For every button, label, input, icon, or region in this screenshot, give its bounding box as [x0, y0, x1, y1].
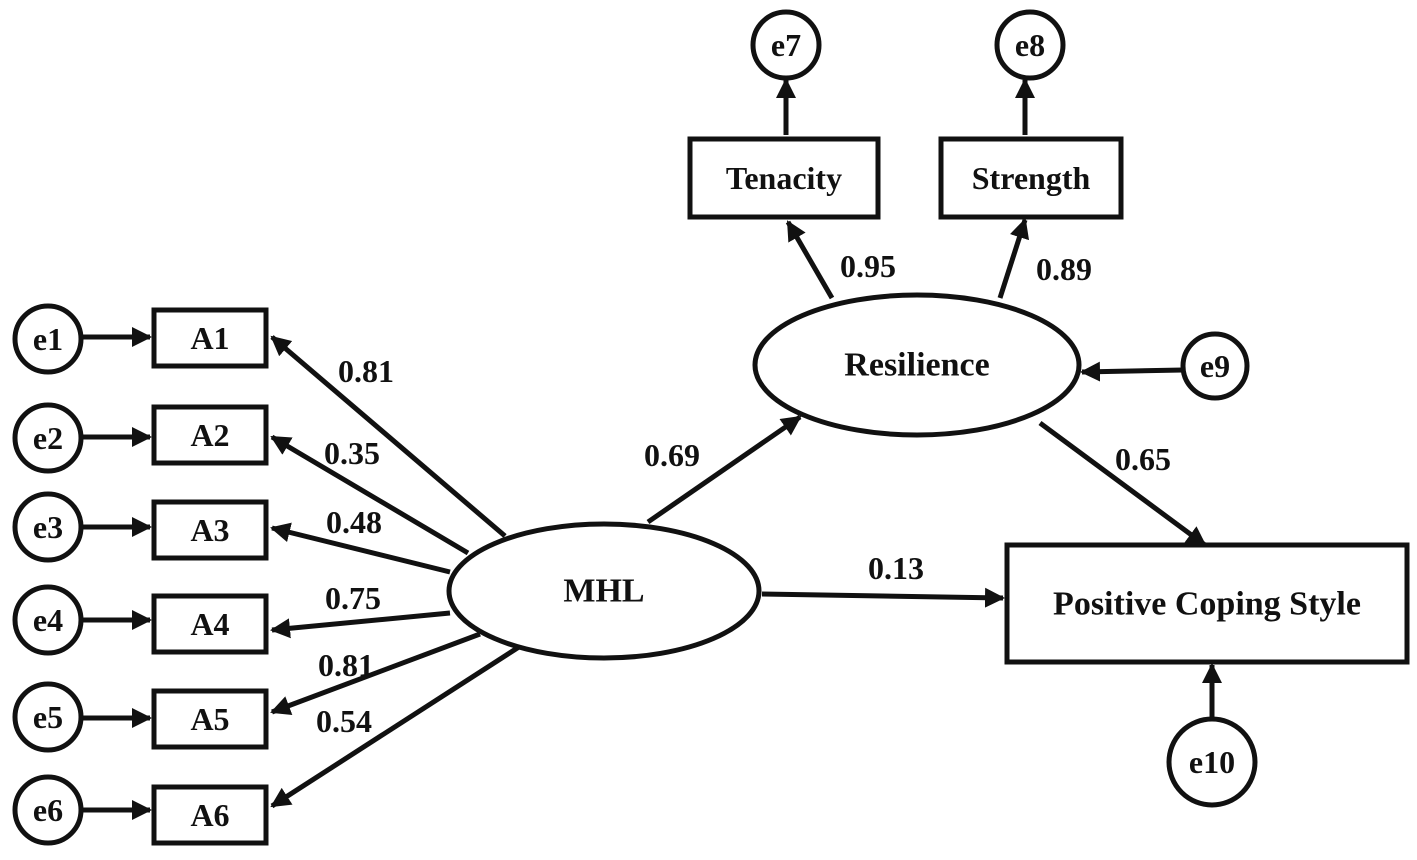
error-e5-label: e5 [33, 699, 63, 735]
indicator-a2-label: A2 [190, 417, 229, 453]
error-e9-label: e9 [1200, 348, 1230, 384]
error-e10-label: e10 [1189, 744, 1235, 780]
error-e1-label: e1 [33, 321, 63, 357]
error-e3-label: e3 [33, 509, 63, 545]
indicator-a4-label: A4 [190, 606, 229, 642]
arrow-mhl-to-a4 [270, 610, 451, 639]
path-mhl-resilience: 0.69 [644, 437, 700, 473]
loading-tenacity: 0.95 [840, 248, 896, 284]
loading-a6: 0.54 [316, 703, 372, 739]
error-e6: e6 [12, 774, 84, 846]
indicator-a5: A5 [151, 688, 269, 750]
error-e1: e1 [12, 303, 84, 375]
error-e5: e5 [12, 681, 84, 753]
arrow-mhl-to-a5 [270, 631, 481, 716]
error-e10: e10 [1166, 716, 1258, 808]
loading-a4: 0.75 [325, 580, 381, 616]
arrow-resilience-to-tenacity [785, 220, 835, 300]
error-e3: e3 [12, 491, 84, 563]
arrow-mhl-to-a3 [270, 522, 451, 575]
indicator-a5-label: A5 [190, 701, 229, 737]
loading-a5: 0.81 [318, 647, 374, 683]
arrow-mhl-to-a6 [270, 642, 524, 809]
arrow-mhl-to-a1 [270, 335, 507, 538]
indicator-a6: A6 [151, 784, 269, 846]
latent-resilience-label: Resilience [844, 347, 989, 384]
indicator-strength: Strength [938, 136, 1124, 220]
indicator-a4: A4 [151, 593, 269, 655]
loading-strength: 0.89 [1036, 251, 1092, 287]
arrow-mhl-to-a2 [270, 434, 470, 556]
error-e7: e7 [750, 9, 822, 81]
arrow-mhl-to-outcome [761, 587, 1005, 608]
path-mhl-outcome: 0.13 [868, 550, 924, 586]
indicator-a1-label: A1 [190, 320, 229, 356]
error-e6-label: e6 [33, 792, 63, 828]
indicator-a3: A3 [151, 499, 269, 561]
indicator-a1: A1 [151, 307, 269, 369]
error-e7-label: e7 [771, 27, 801, 63]
path-resilience-outcome: 0.65 [1115, 441, 1171, 477]
indicator-strength-label: Strength [972, 160, 1091, 196]
indicator-a3-label: A3 [190, 512, 229, 548]
outcome-label: Positive Coping Style [1053, 586, 1361, 623]
arrow-mhl-to-resilience [646, 414, 802, 525]
outcome-positive-coping-style: Positive Coping Style [1004, 542, 1410, 665]
arrow-resilience-to-strength [997, 218, 1030, 299]
arrow-e9-to-resilience [1080, 361, 1184, 382]
indicator-tenacity: Tenacity [687, 136, 881, 220]
latent-mhl: MHL [446, 521, 762, 661]
error-e4: e4 [12, 584, 84, 656]
error-e9: e9 [1180, 331, 1250, 401]
indicator-a6-label: A6 [190, 797, 229, 833]
latent-mhl-label: MHL [563, 573, 644, 610]
loading-a2: 0.35 [324, 435, 380, 471]
loading-a3: 0.48 [326, 504, 382, 540]
latent-resilience: Resilience [752, 292, 1082, 438]
arrow-resilience-to-outcome [1038, 420, 1207, 548]
loading-a1: 0.81 [338, 353, 394, 389]
error-e8: e8 [994, 9, 1066, 81]
error-e8-label: e8 [1015, 27, 1045, 63]
error-e4-label: e4 [33, 602, 63, 638]
indicator-tenacity-label: Tenacity [726, 160, 842, 196]
indicator-a2: A2 [151, 404, 269, 466]
error-e2: e2 [12, 402, 84, 474]
error-e2-label: e2 [33, 420, 63, 456]
